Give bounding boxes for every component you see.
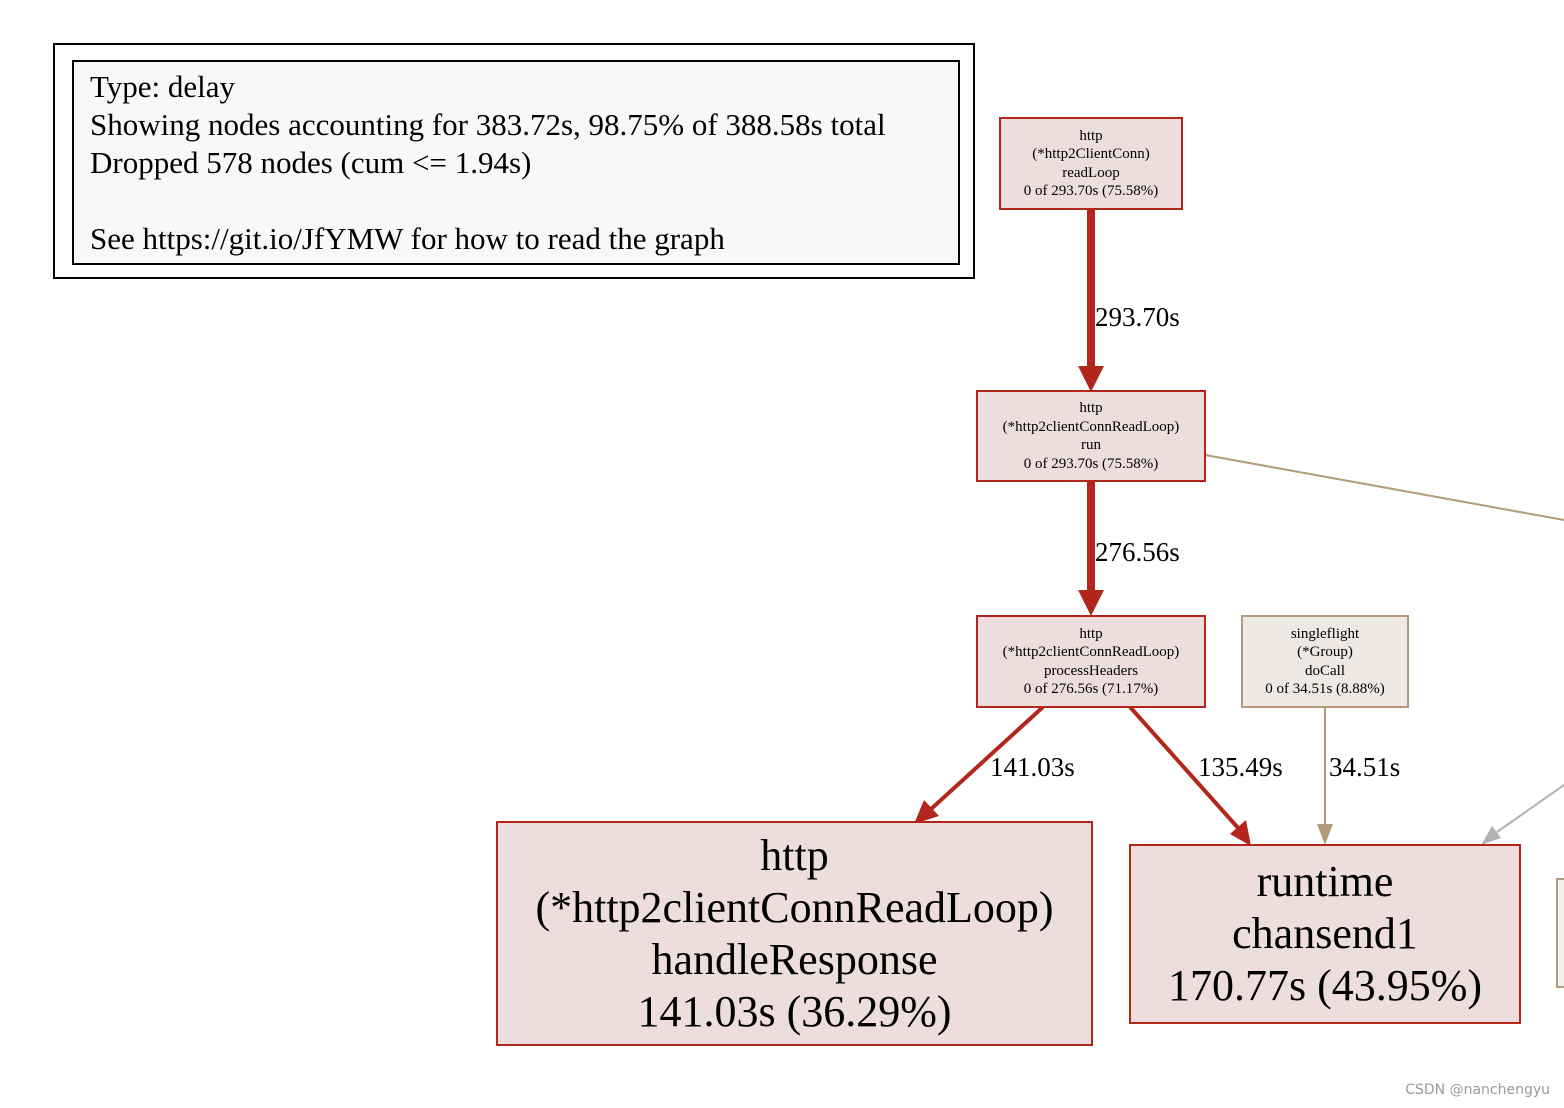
node-chansend[interactable]: runtime chansend1 170.77s (43.95%) [1129,844,1521,1024]
edge-process-to-chansend[interactable] [1128,705,1251,846]
edge-singleflight-to-chansend[interactable] [1317,707,1333,845]
edge-readloop-to-run[interactable] [1078,209,1104,392]
node-handle-response-pkg: http [760,830,829,880]
edge-label-singleflight-to-chansend: 34.51s [1329,752,1401,782]
edge-label-process-to-handle: 141.03s [990,752,1075,782]
node-process-headers-recv: (*http2clientConnReadLoop) [1002,644,1180,660]
edge-label-process-to-chansend: 135.49s [1198,752,1283,782]
node-readloop-recv: (*http2ClientConn) [1032,146,1150,162]
node-chansend-fn: chansend1 [1232,909,1418,958]
node-process-headers[interactable]: http (*http2clientConnReadLoop) processH… [976,615,1206,708]
node-run-recv: (*http2clientConnReadLoop) [1002,418,1180,435]
node-run[interactable]: http (*http2clientConnReadLoop) run 0 of… [976,390,1206,482]
node-process-headers-fn: processHeaders [1043,662,1139,679]
node-run-stat: 0 of 293.70s (75.58%) [1023,455,1159,472]
node-handle-response-fn: handleResponse [651,934,938,984]
node-run-fn: run [1081,437,1101,453]
edge-label-readloop-to-run: 293.70s [1095,302,1180,332]
legend-help: See https://git.io/JfYMW for how to read… [90,221,725,256]
node-chansend-pkg: runtime [1256,857,1394,906]
node-singleflight-pkg: singleflight [1290,625,1360,642]
node-offscreen-partial[interactable] [1556,878,1564,988]
node-handle-response-recv: (*http2clientConnReadLoop) [535,882,1054,932]
node-chansend-stat: 170.77s (43.95%) [1167,961,1483,1010]
node-handle-response[interactable]: http (*http2clientConnReadLoop) handleRe… [496,821,1093,1046]
node-process-headers-stat: 0 of 276.56s (71.17%) [1023,681,1159,697]
edge-label-run-to-process: 276.56s [1095,537,1180,567]
edge-offscreen-to-chansend[interactable] [1481,784,1564,845]
legend-box: Type: delay Showing nodes accounting for… [53,43,975,279]
legend-inner: Type: delay Showing nodes accounting for… [72,60,960,265]
edge-run-to-offscreen[interactable] [1204,454,1564,521]
node-handle-response-stat: 141.03s (36.29%) [637,986,952,1036]
watermark: CSDN @nanchengyu [1405,1082,1550,1098]
node-readloop[interactable]: http (*http2ClientConn) readLoop 0 of 29… [999,117,1183,210]
legend-type: Type: delay [90,69,236,104]
node-singleflight-fn: doCall [1305,662,1345,679]
node-singleflight[interactable]: singleflight (*Group) doCall 0 of 34.51s… [1241,615,1409,708]
legend-summary: Showing nodes accounting for 383.72s, 98… [90,107,886,142]
legend-dropped: Dropped 578 nodes (cum <= 1.94s) [90,145,532,180]
node-readloop-fn: readLoop [1062,164,1120,181]
edge-process-to-handle-response[interactable] [914,705,1045,824]
node-run-pkg: http [1079,400,1103,416]
node-readloop-pkg: http [1079,127,1103,144]
node-singleflight-stat: 0 of 34.51s (8.88%) [1265,681,1385,697]
node-readloop-stat: 0 of 293.70s (75.58%) [1023,183,1159,199]
edge-run-to-process-headers[interactable] [1078,481,1104,616]
node-process-headers-pkg: http [1079,625,1103,642]
node-singleflight-recv: (*Group) [1297,644,1353,660]
